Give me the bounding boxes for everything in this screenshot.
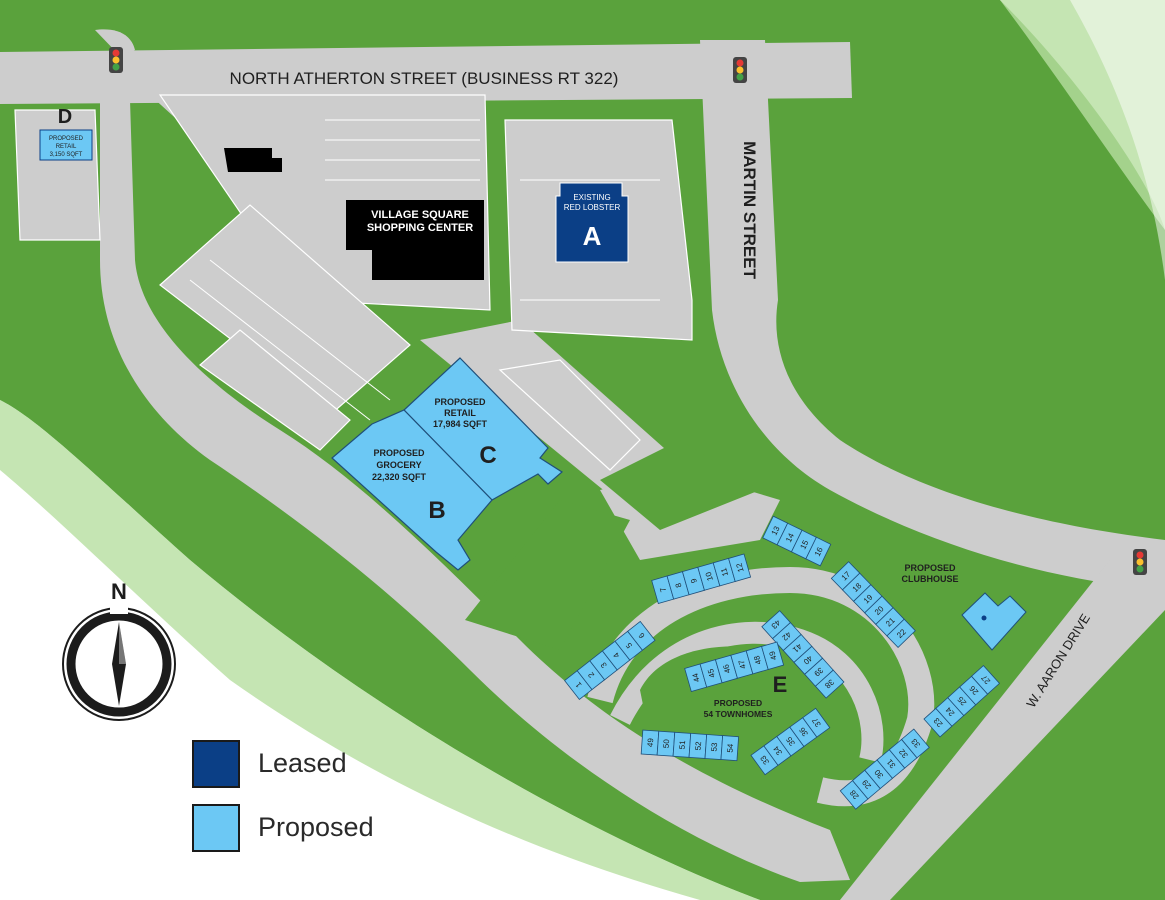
townhome-unit-number: 14 <box>784 531 796 543</box>
traffic-light-icon <box>109 47 123 73</box>
compass-needle-icon <box>112 622 126 706</box>
townhome-unit-number: 11 <box>719 566 730 577</box>
compass-rose: N <box>62 579 176 721</box>
grocery-b-building <box>331 409 493 571</box>
village-square-label-1: VILLAGE SQUARE <box>371 209 469 221</box>
townhome-unit-number: 48 <box>752 654 763 666</box>
townhome-unit-number: 46 <box>721 663 732 675</box>
existing-building-small <box>224 148 282 172</box>
red-lobster-building <box>555 182 629 263</box>
townhome-unit <box>720 735 740 762</box>
parking-east-c <box>498 359 641 471</box>
village-square-building <box>346 200 484 280</box>
legend-item-proposed: Proposed <box>192 804 452 856</box>
red-lobster-label-1: EXISTING <box>573 193 610 202</box>
townhome-unit-number: 53 <box>710 742 720 752</box>
street-label-martin: MARTIN STREET <box>740 141 759 280</box>
townhome-unit-number: 50 <box>662 738 672 748</box>
townhome-unit-number: 44 <box>690 672 701 684</box>
retail-d-building <box>39 129 93 161</box>
townhome-row: 789 10 11 12 <box>651 553 752 605</box>
townhome-unit-number: 3 <box>599 660 609 669</box>
clubhouse-building <box>961 592 1027 651</box>
townhome-unit-number: 45 <box>706 667 717 679</box>
townhome-unit-number: 54 <box>725 743 735 753</box>
grocery-b-letter: B <box>428 497 445 524</box>
townhome-unit-number: 10 <box>704 570 715 582</box>
townhome-row: 49 50 51 52 53 54 <box>640 729 740 762</box>
retail-d-letter: D <box>58 106 72 128</box>
compass-label: N <box>111 579 127 604</box>
townhome-unit-number: 6 <box>636 631 646 640</box>
townhome-unit-number: 13 <box>770 524 782 536</box>
legend-item-leased: Leased <box>192 740 452 792</box>
legend-label-proposed: Proposed <box>258 812 374 842</box>
townhome-unit-number: 2 <box>586 670 596 679</box>
townhome-unit <box>886 618 916 648</box>
grocery-b-label-3: 22,320 SQFT <box>372 472 427 482</box>
townhome-unit <box>761 641 785 670</box>
townhome-unit-number: 8 <box>673 581 683 588</box>
townhome-unit-number: 52 <box>694 741 704 751</box>
grass-islands <box>465 440 813 754</box>
parking-stall-lines <box>189 119 660 421</box>
traffic-light-icon <box>1133 549 1147 575</box>
townhome-unit-number: 47 <box>737 658 748 670</box>
red-lobster-letter: A <box>583 221 602 251</box>
retail-c-label-2: RETAIL <box>444 408 476 418</box>
grocery-b-label-2: GROCERY <box>376 460 421 470</box>
grass-fade-right-outer <box>1070 0 1165 280</box>
village-square-label-2: SHOPPING CENTER <box>367 222 473 234</box>
clubhouse-pool-icon <box>981 615 987 621</box>
townhome-unit-number: 15 <box>798 538 810 550</box>
townhome-unit <box>627 620 656 651</box>
grass-fade-left-outer <box>0 470 700 900</box>
townhome-unit <box>728 553 752 582</box>
parking-west-b <box>199 329 351 451</box>
townhome-unit <box>970 664 1001 695</box>
retail-d-label-1: PROPOSED <box>49 136 84 142</box>
townhomes-label-1: PROPOSED <box>714 698 762 708</box>
townhome-unit-number: 49 <box>767 650 778 662</box>
townhome-unit-number: 16 <box>813 545 825 557</box>
townhomes-label-2: 54 TOWNHOMES <box>704 709 773 719</box>
townhome-unit-number: 49 <box>646 737 656 747</box>
red-lobster-label-2: RED LOBSTER <box>564 203 621 212</box>
townhome-unit <box>901 728 930 759</box>
retail-c-label-3: 17,984 SQFT <box>433 419 488 429</box>
townhome-unit-number: 12 <box>734 562 745 574</box>
townhome-unit-number: 1 <box>573 680 583 689</box>
clubhouse-label-2: CLUBHOUSE <box>901 574 958 584</box>
townhome-unit <box>802 707 831 738</box>
retail-d-label-3: 3,150 SQFT <box>50 152 83 158</box>
street-label-north-atherton: NORTH ATHERTON STREET (BUSINESS RT 322) <box>230 69 619 88</box>
legend-swatch-proposed <box>192 804 240 852</box>
townhome-unit-number: 51 <box>678 740 688 750</box>
traffic-light-icon <box>733 57 747 83</box>
townhome-unit-number: 9 <box>689 577 699 584</box>
townhomes-letter: E <box>773 672 788 697</box>
clubhouse-label-1: PROPOSED <box>904 563 956 573</box>
grocery-b-label-1: PROPOSED <box>373 448 425 458</box>
townhome-unit-number: 5 <box>624 640 634 649</box>
retail-c-letter: C <box>479 442 496 469</box>
legend-swatch-leased <box>192 740 240 788</box>
retail-c-label-1: PROPOSED <box>434 397 486 407</box>
townhome-row: 44 45 46 47 48 49 <box>684 641 785 693</box>
townhome-unit <box>761 610 791 640</box>
legend-label-leased: Leased <box>258 748 347 778</box>
townhome-unit-number: 7 <box>658 586 668 593</box>
townhome-unit <box>805 536 832 567</box>
retail-d-label-2: RETAIL <box>56 144 77 150</box>
townhome-unit-number: 4 <box>611 650 621 659</box>
